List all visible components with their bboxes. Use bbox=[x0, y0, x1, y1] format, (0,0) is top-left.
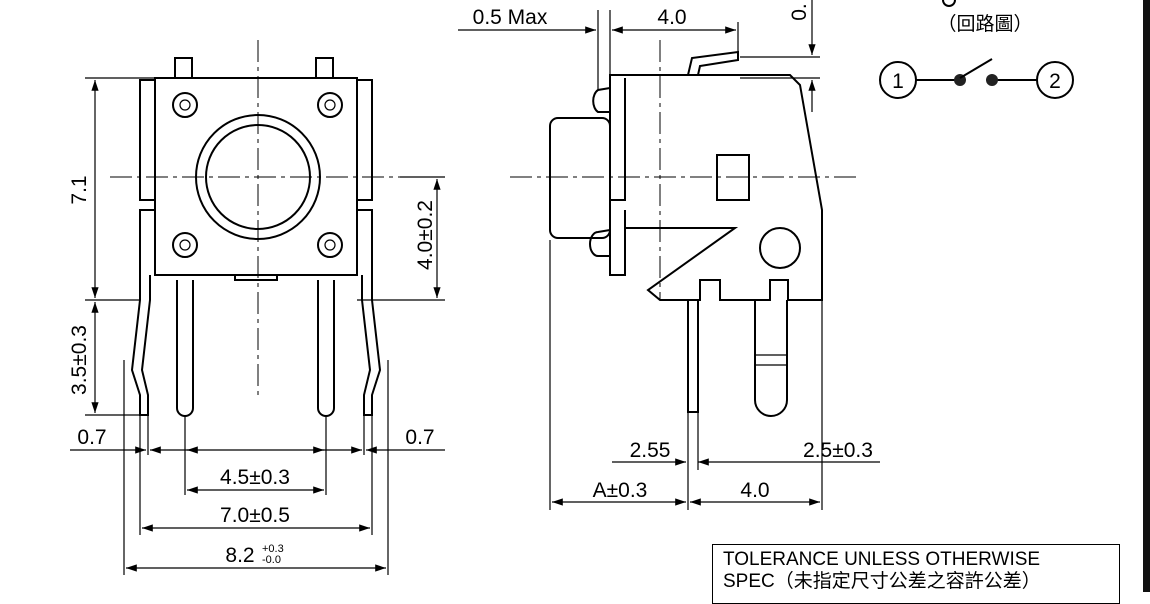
switch-lever bbox=[959, 58, 993, 79]
circuit-diagram: （回路圖） 1 2 bbox=[879, 0, 1074, 99]
front-view bbox=[110, 40, 400, 417]
node-2-label: 2 bbox=[1049, 70, 1061, 93]
switch-contact bbox=[986, 74, 998, 86]
side-dimensions: 0.5 Max 4.0 0. 2.55 2.5±0.3 A±0.3 4.0 bbox=[458, 0, 880, 510]
dim-overall-tol-minus: -0.0 bbox=[262, 554, 281, 566]
partial-caption-glyph bbox=[942, 0, 956, 7]
window-edge bbox=[1143, 0, 1150, 592]
dim-overall: 8.2 bbox=[225, 544, 254, 567]
dim-right-lead: 0.7 bbox=[405, 426, 434, 449]
dim-pin-tol: 2.5±0.3 bbox=[803, 439, 873, 462]
dim-left-lead: 0.7 bbox=[77, 426, 106, 449]
dim-leg-pitch: 7.0±0.5 bbox=[220, 504, 290, 527]
dim-a: A±0.3 bbox=[593, 479, 648, 502]
dim-overall-tol-plus: +0.3 bbox=[262, 543, 284, 555]
circuit-caption: （回路圖） bbox=[937, 13, 1032, 35]
dim-bottom: 4.0 bbox=[740, 479, 769, 502]
dim-center: 4.0±0.2 bbox=[414, 200, 437, 270]
dim-pin-offset: 2.55 bbox=[630, 439, 671, 462]
front-dimensions: 7.1 4.0±0.2 3.5±0.3 0.7 0.7 4.5±0.3 7.0±… bbox=[68, 77, 445, 575]
node-1-label: 1 bbox=[892, 70, 904, 93]
dim-top-partial: 0. bbox=[788, 3, 811, 21]
dim-height: 7.1 bbox=[68, 175, 91, 204]
dim-leg: 3.5±0.3 bbox=[68, 325, 91, 395]
dim-plate: 0.5 Max bbox=[473, 6, 548, 29]
tolerance-line-2: SPEC（未指定尺寸公差之容許公差） bbox=[723, 571, 1041, 592]
dim-pin-pitch: 4.5±0.3 bbox=[220, 466, 290, 489]
tolerance-box: TOLERANCE UNLESS OTHERWISE SPEC（未指定尺寸公差之… bbox=[712, 544, 1120, 604]
side-view bbox=[510, 40, 860, 417]
dim-depth: 4.0 bbox=[657, 6, 686, 29]
tolerance-line-1: TOLERANCE UNLESS OTHERWISE bbox=[723, 549, 1041, 570]
